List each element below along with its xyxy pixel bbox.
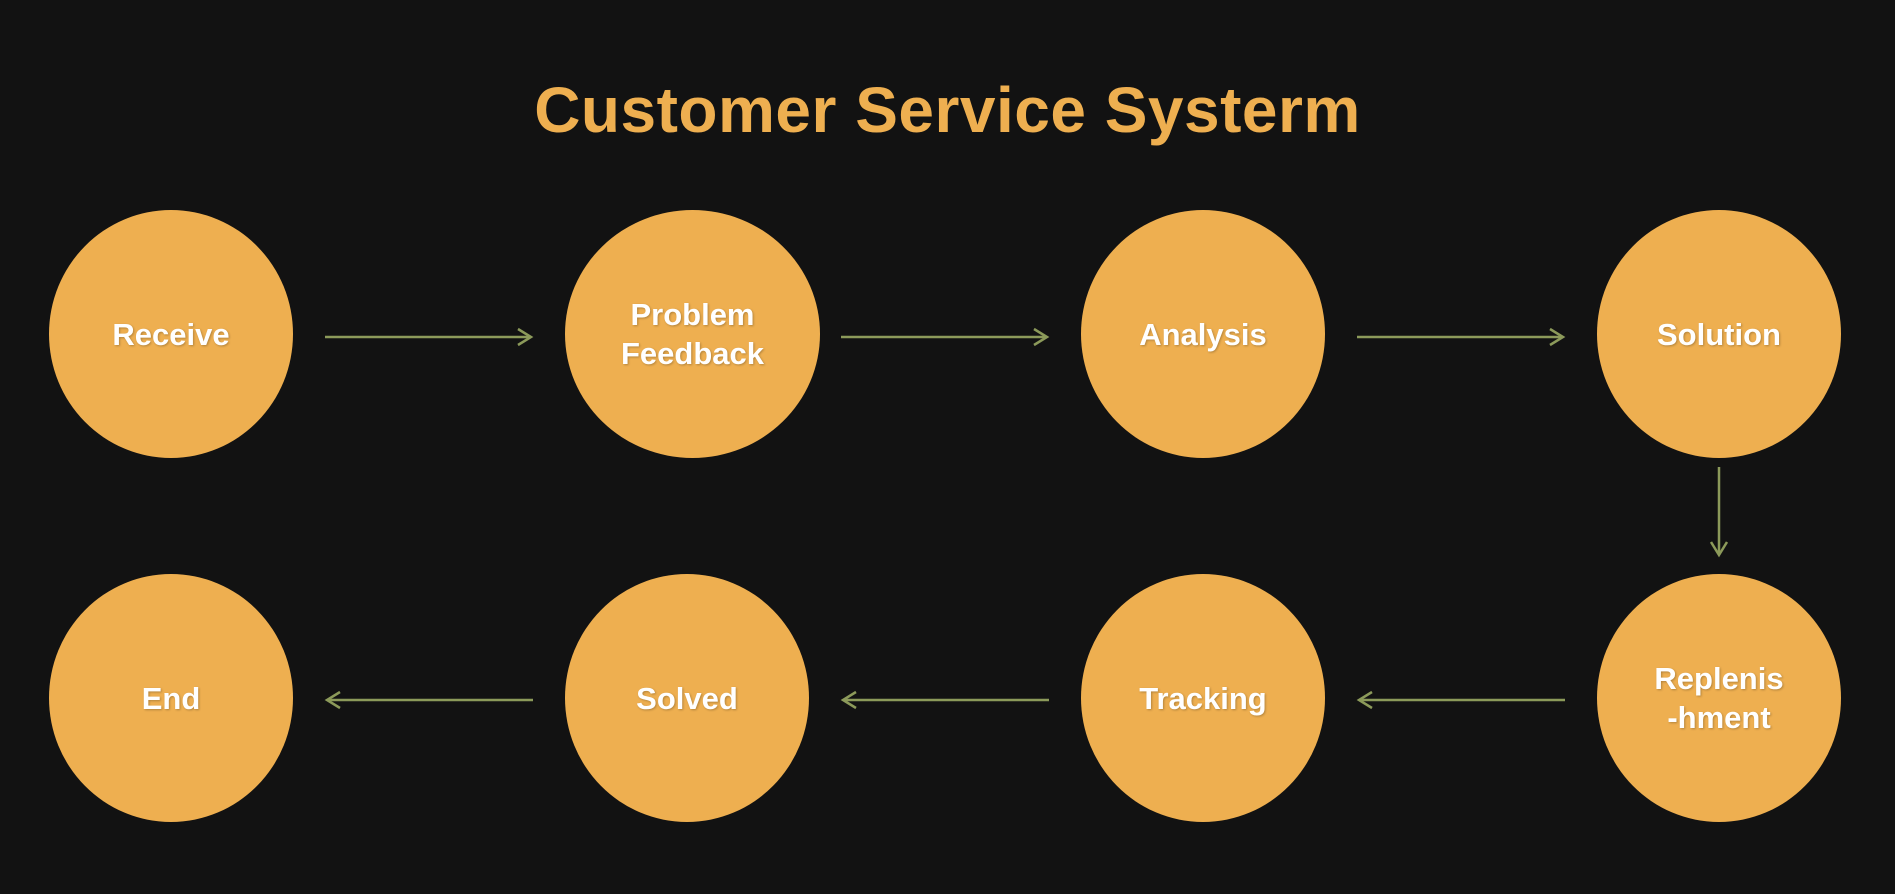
node-solution-label: Solution xyxy=(1657,316,1781,352)
arrow-solution-to-replenishment xyxy=(1709,467,1729,558)
node-replenishment: Replenis -hment xyxy=(1597,574,1841,822)
arrow-tracking-to-solved xyxy=(840,690,1049,710)
node-replenishment-label: Replenis -hment xyxy=(1654,661,1784,735)
node-problem-feedback-label: Problem Feedback xyxy=(620,297,764,371)
node-receive: Receive xyxy=(49,210,293,458)
node-tracking-label: Tracking xyxy=(1139,680,1267,716)
arrow-receive-to-problem-feedback xyxy=(325,327,534,347)
node-solved-label: Solved xyxy=(636,680,738,716)
node-problem-feedback: Problem Feedback xyxy=(565,210,820,458)
arrow-replenishment-to-tracking xyxy=(1356,690,1565,710)
arrow-solved-to-end xyxy=(324,690,533,710)
node-analysis-label: Analysis xyxy=(1139,316,1267,352)
node-solved: Solved xyxy=(565,574,809,822)
node-receive-label: Receive xyxy=(112,316,230,352)
node-end-label: End xyxy=(141,680,201,716)
arrow-analysis-to-solution xyxy=(1357,327,1566,347)
node-tracking: Tracking xyxy=(1081,574,1325,822)
arrow-problem-feedback-to-analysis xyxy=(841,327,1050,347)
node-analysis: Analysis xyxy=(1081,210,1325,458)
node-end: End xyxy=(49,574,293,822)
diagram-title: Customer Service Systerm xyxy=(534,74,1361,146)
node-solution: Solution xyxy=(1597,210,1841,458)
